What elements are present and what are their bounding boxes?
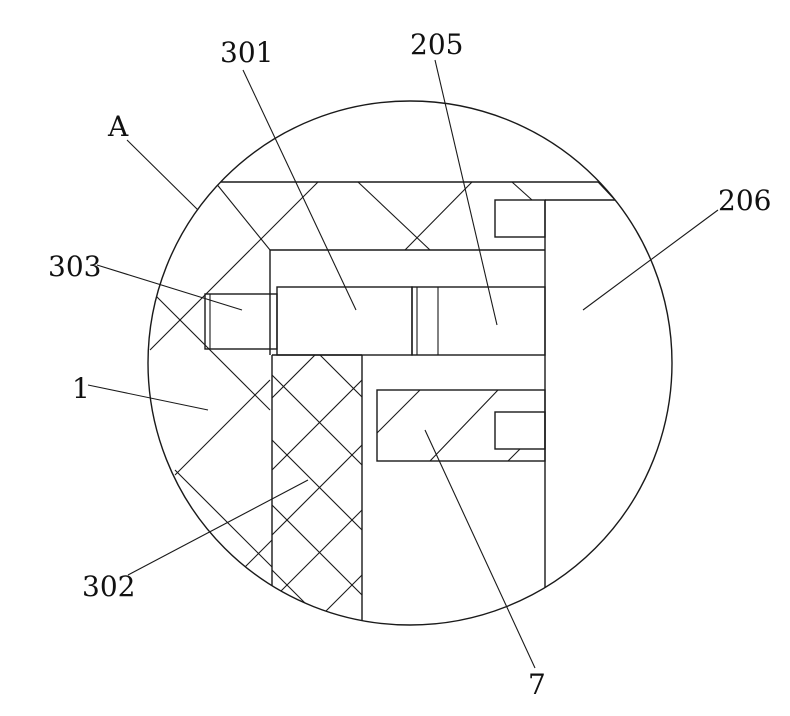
label-a: A bbox=[107, 110, 129, 143]
leader-1 bbox=[87, 384, 209, 411]
housing-part-1 bbox=[149, 249, 545, 568]
label-302: 302 bbox=[82, 570, 135, 603]
part-206-plate bbox=[494, 199, 546, 590]
label-7: 7 bbox=[528, 668, 546, 701]
leader-301 bbox=[242, 69, 357, 311]
reference-labels: A 301 205 206 303 1 302 7 bbox=[48, 28, 771, 701]
label-1: 1 bbox=[72, 372, 90, 405]
leader-a bbox=[126, 139, 199, 211]
leader-206 bbox=[582, 209, 719, 311]
part-302-cross-hatch bbox=[271, 354, 363, 625]
leader-303 bbox=[96, 264, 243, 311]
label-205: 205 bbox=[410, 28, 463, 61]
part-7-block bbox=[376, 389, 546, 462]
leader-205 bbox=[434, 59, 498, 326]
leader-7 bbox=[424, 429, 536, 669]
label-303: 303 bbox=[48, 250, 101, 283]
part-301-rod bbox=[276, 286, 413, 356]
leader-302 bbox=[127, 479, 309, 576]
detail-circle bbox=[147, 100, 673, 626]
part-205-block bbox=[411, 286, 546, 356]
leader-lines bbox=[87, 59, 719, 669]
label-206: 206 bbox=[718, 184, 771, 217]
label-301: 301 bbox=[220, 36, 273, 69]
